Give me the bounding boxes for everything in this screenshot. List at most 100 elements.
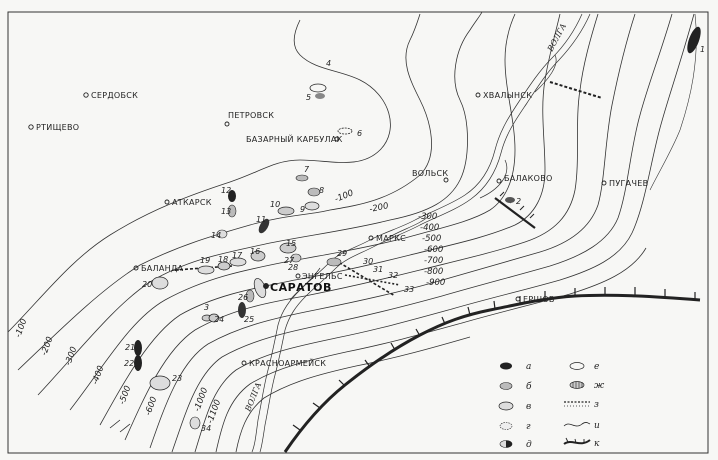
city-pugachev: ПУГАЧЕВ	[609, 179, 648, 188]
deposit-num-17: 17	[232, 251, 243, 260]
deposit-num-13: 13	[221, 207, 231, 216]
deposit-num-15: 15	[286, 239, 296, 248]
deposit-num-11: 11	[256, 215, 266, 224]
iso-label-w200: -200	[39, 335, 55, 357]
legend-b: б	[526, 381, 532, 392]
isoline-500	[99, 13, 561, 426]
deposit-num-28: 28	[288, 263, 298, 272]
deposit-num-4: 4	[326, 59, 331, 68]
city-marks: МАРКС	[376, 234, 406, 243]
city-petrovsk: ПЕТРОВСК	[228, 111, 274, 120]
city-balakovo: БАЛАКОВО	[504, 174, 553, 183]
iso-label-w500: -500	[117, 384, 133, 406]
deposit-num-2: 2	[516, 197, 521, 206]
iso-label-500: -500	[422, 234, 441, 244]
deposit-num-26: 26	[238, 293, 248, 302]
isoline-labels-west: -100 -200 -300 -400 -500 -600 -1000 -110…	[13, 317, 223, 425]
isoline-1000	[215, 247, 647, 453]
deposit-num-18: 18	[218, 255, 228, 264]
iso-label-w100: -100	[13, 317, 29, 339]
deposit-num-29: 29	[337, 249, 347, 258]
deposit-num-22: 22	[124, 359, 134, 368]
deposits	[134, 26, 701, 430]
iso-label-w400: -400	[90, 364, 106, 386]
volga-river	[251, 13, 697, 453]
deposit-num-5: 5	[306, 93, 311, 102]
city-khvalynsk: ХВАЛЫНСК	[483, 91, 532, 100]
isoline-800	[171, 13, 673, 453]
city-krasnoarmeysk: КРАСНОАРМЕЙСК	[249, 357, 326, 368]
deposit-num-30: 30	[363, 257, 373, 266]
river-label-volga-north: ВОЛГА	[545, 22, 568, 54]
faults	[109, 81, 603, 433]
isoline-300	[37, 11, 483, 396]
deposit-num-16: 16	[250, 247, 260, 256]
town-markers	[28, 92, 607, 366]
isoline-900	[194, 13, 695, 453]
isoline-100	[7, 19, 391, 333]
legend-i: и	[594, 421, 600, 431]
deposit-num-12: 12	[221, 186, 231, 195]
city-volsk: ВОЛЬСК	[412, 169, 448, 178]
legend-zh: ж	[594, 381, 605, 391]
iso-label-300: -300	[418, 212, 437, 222]
legend: а б в г д е ж з и к	[498, 362, 605, 450]
deposit-num-19: 19	[200, 256, 210, 265]
iso-label-800: -800	[424, 267, 443, 277]
deposit-num-25: 25	[244, 315, 254, 324]
iso-label-w300: -300	[63, 345, 79, 367]
deposit-num-33: 33	[404, 285, 414, 294]
legend-e: е	[594, 362, 599, 372]
contour-lines	[7, 11, 695, 453]
map-frame	[7, 11, 709, 454]
city-saratov: САРАТОВ	[270, 281, 332, 294]
legend-z: з	[594, 400, 599, 410]
iso-label-700: -700	[424, 256, 443, 266]
legend-v: в	[526, 402, 531, 412]
deposit-num-14: 14	[211, 231, 221, 240]
isoline-200	[17, 13, 432, 371]
legend-g: г	[526, 422, 531, 432]
isoline-1100	[235, 336, 471, 453]
city-rtishchevo: РТИЩЕВО	[36, 123, 79, 132]
deposit-num-24: 24	[214, 315, 224, 324]
legend-a: а	[526, 362, 531, 372]
city-labels: СЕРДОБСК РТИЩЕВО ПЕТРОВСК БАЗАРНЫЙ КАРБУ…	[36, 91, 648, 368]
city-balanda: БАЛАНДА	[141, 264, 184, 273]
city-engels: ЭНГЕЛЬС	[302, 272, 343, 281]
syrt-escarpment	[283, 287, 701, 453]
deposit-num-3: 3	[204, 303, 209, 312]
iso-label-400: -400	[420, 223, 439, 233]
isoline-400	[69, 13, 516, 411]
deposit-num-34: 34	[201, 424, 211, 433]
isoline-700	[149, 13, 636, 449]
deposit-num-6: 6	[357, 129, 362, 138]
deposit-num-10: 10	[270, 200, 280, 209]
deposit-num-21: 21	[125, 343, 135, 352]
city-ershov: ЕРШОВ	[523, 295, 555, 304]
city-atkarsk: АТКАРСК	[172, 198, 212, 207]
deposit-num-9: 9	[300, 205, 305, 214]
iso-label-w1100: -1100	[205, 398, 223, 425]
iso-label-600: -600	[424, 245, 443, 255]
isoline-600	[124, 13, 599, 441]
city-serdobsk: СЕРДОБСК	[91, 91, 138, 100]
deposit-num-1: 1	[700, 45, 705, 54]
deposit-num-27: 27	[284, 256, 295, 265]
deposit-num-23: 23	[172, 374, 182, 383]
city-bazarny-karbulak: БАЗАРНЫЙ КАРБУЛАК	[246, 133, 343, 144]
legend-d: д	[526, 440, 532, 450]
deposit-num-7: 7	[304, 165, 310, 174]
iso-label-200: -200	[369, 201, 390, 215]
deposit-num-32: 32	[388, 271, 398, 280]
legend-k: к	[594, 439, 600, 449]
deposit-num-20: 20	[142, 280, 152, 289]
deposit-num-31: 31	[373, 265, 383, 274]
deposit-num-8: 8	[319, 186, 324, 195]
iso-label-w600: -600	[143, 395, 159, 417]
deposit-numbers: 1 2 3 4 5 6 7 8 9 10 11 12 13 14 15 16 1…	[124, 45, 705, 433]
iso-label-100: -100	[333, 188, 355, 205]
iso-label-900: -900	[426, 278, 445, 288]
